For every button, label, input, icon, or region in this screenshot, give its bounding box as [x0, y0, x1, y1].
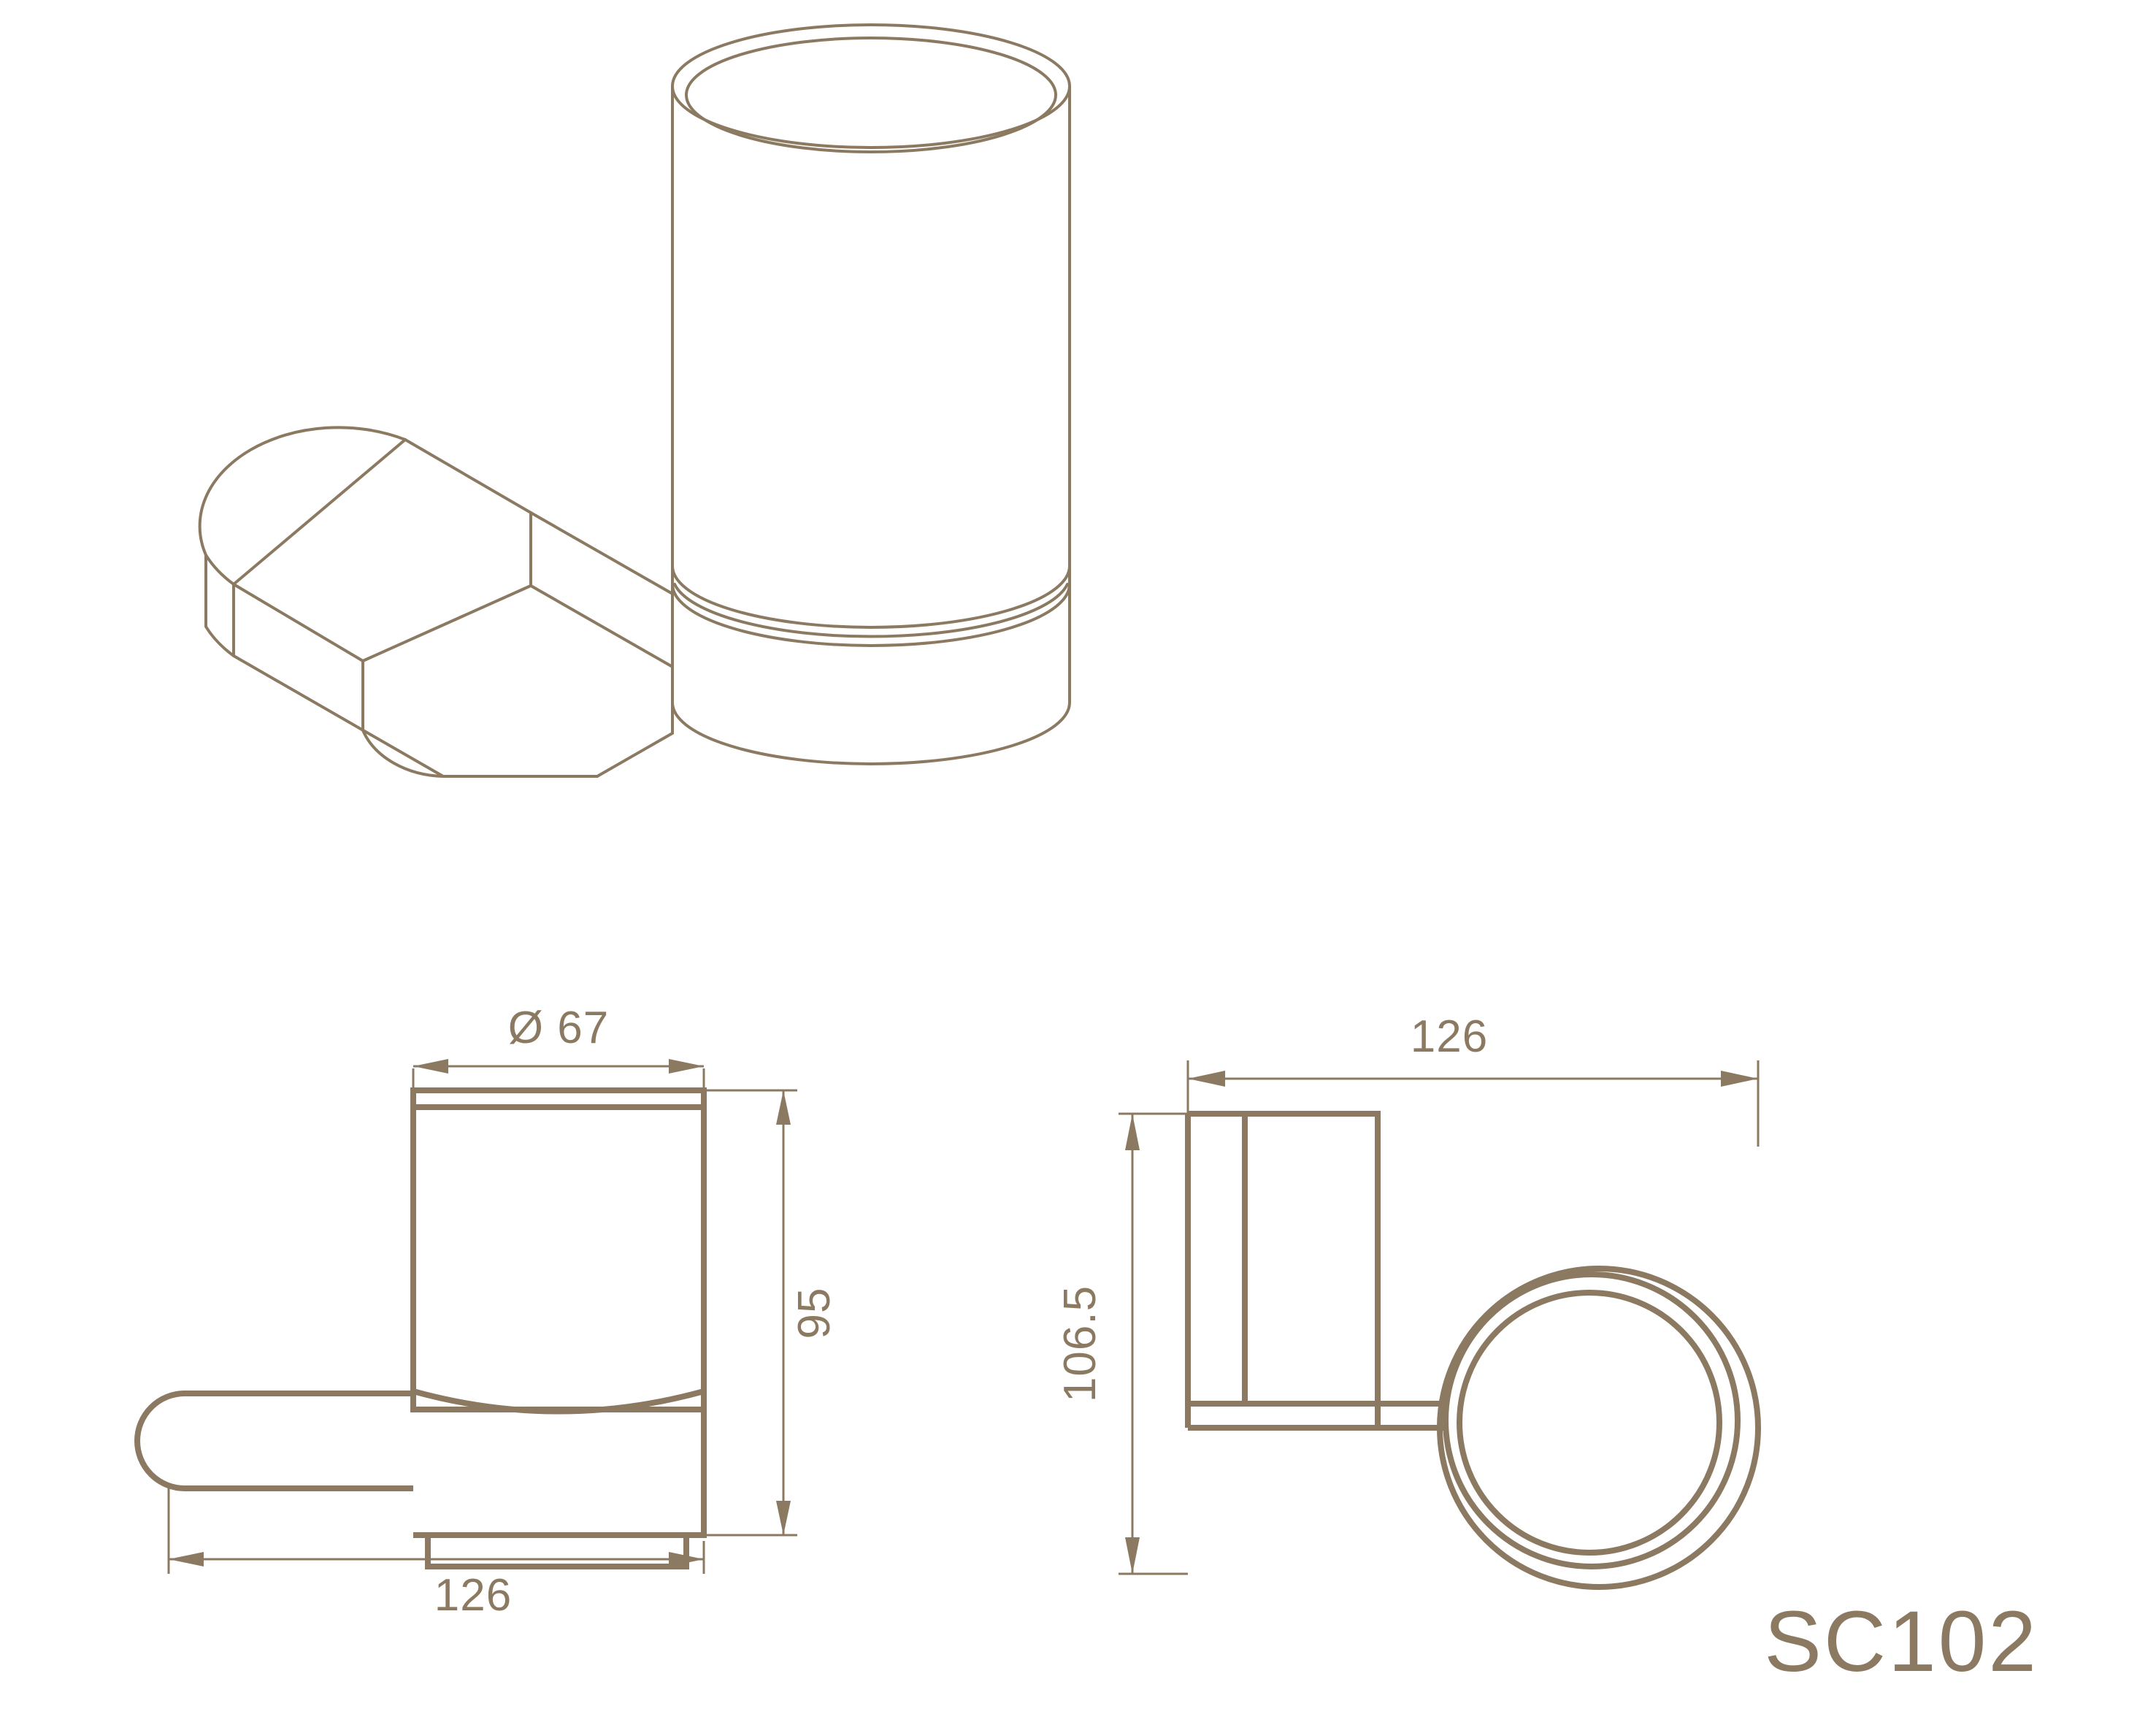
dim-126f-text: 126 [434, 1570, 512, 1621]
iso-arm-bevel [361, 659, 445, 778]
dim-d67-text: Ø 67 [508, 1003, 609, 1053]
iso-cup-rim-outer [671, 23, 1071, 149]
dim-height-106-5: 106.5 [1055, 1112, 1188, 1575]
dim-height-95: 95 [704, 1089, 840, 1537]
dim-126f-arrow-right [669, 1552, 704, 1567]
iso-arm-top-right-edge [529, 511, 674, 595]
iso-arm-top-ridge [232, 438, 407, 586]
front-arm [134, 1391, 413, 1491]
front-cup-body [410, 1087, 707, 1412]
top-ring-outer [1437, 1266, 1761, 1590]
iso-cup-collar-top [671, 565, 1071, 629]
part-number-label: SC102 [1764, 1594, 2038, 1690]
front-collar-block [413, 1407, 707, 1538]
iso-arm-top-face [198, 426, 532, 662]
dim-126t-text: 126 [1411, 1011, 1488, 1062]
front-base-plate [425, 1535, 689, 1569]
dim-95-arrow-top [776, 1090, 791, 1125]
dim-diameter-67: Ø 67 [412, 1003, 705, 1095]
top-ring-middle [1443, 1271, 1741, 1569]
dim-95-text: 95 [789, 1288, 840, 1339]
dim-106-arrow-bottom [1125, 1537, 1140, 1574]
iso-arm-bracket-face [361, 584, 532, 662]
dim-126t-arrow-right [1721, 1071, 1758, 1087]
dim-depth-126: 126 [1186, 1011, 1760, 1147]
iso-arm-bottom-edge [232, 654, 445, 778]
iso-arm-bracket-left [529, 511, 674, 668]
front-view: Ø 67 95 126 [134, 1003, 840, 1621]
dim-106-arrow-top [1125, 1114, 1140, 1150]
iso-arm-end-cap [204, 554, 235, 657]
dim-d67-arrow-left [413, 1059, 448, 1074]
iso-arm-bracket-bottom-right [596, 732, 674, 778]
dim-width-126: 126 [167, 1487, 705, 1621]
dim-126t-arrow-left [1188, 1071, 1225, 1087]
iso-cup-rim-inner [685, 37, 1057, 153]
top-arm-outer [1188, 1111, 1381, 1428]
dim-95-arrow-bottom [776, 1501, 791, 1535]
isometric-view [198, 23, 1071, 778]
iso-cup-collar-bottom [673, 583, 1069, 638]
top-ring-inner [1457, 1290, 1722, 1556]
dim-106-text: 106.5 [1055, 1285, 1105, 1402]
iso-cup-skirt [671, 583, 1071, 765]
dim-d67-arrow-right [669, 1059, 704, 1074]
dim-126f-arrow-left [169, 1552, 204, 1567]
iso-cup-body [671, 85, 1071, 647]
top-view: 126 106.5 [1055, 1011, 1761, 1590]
